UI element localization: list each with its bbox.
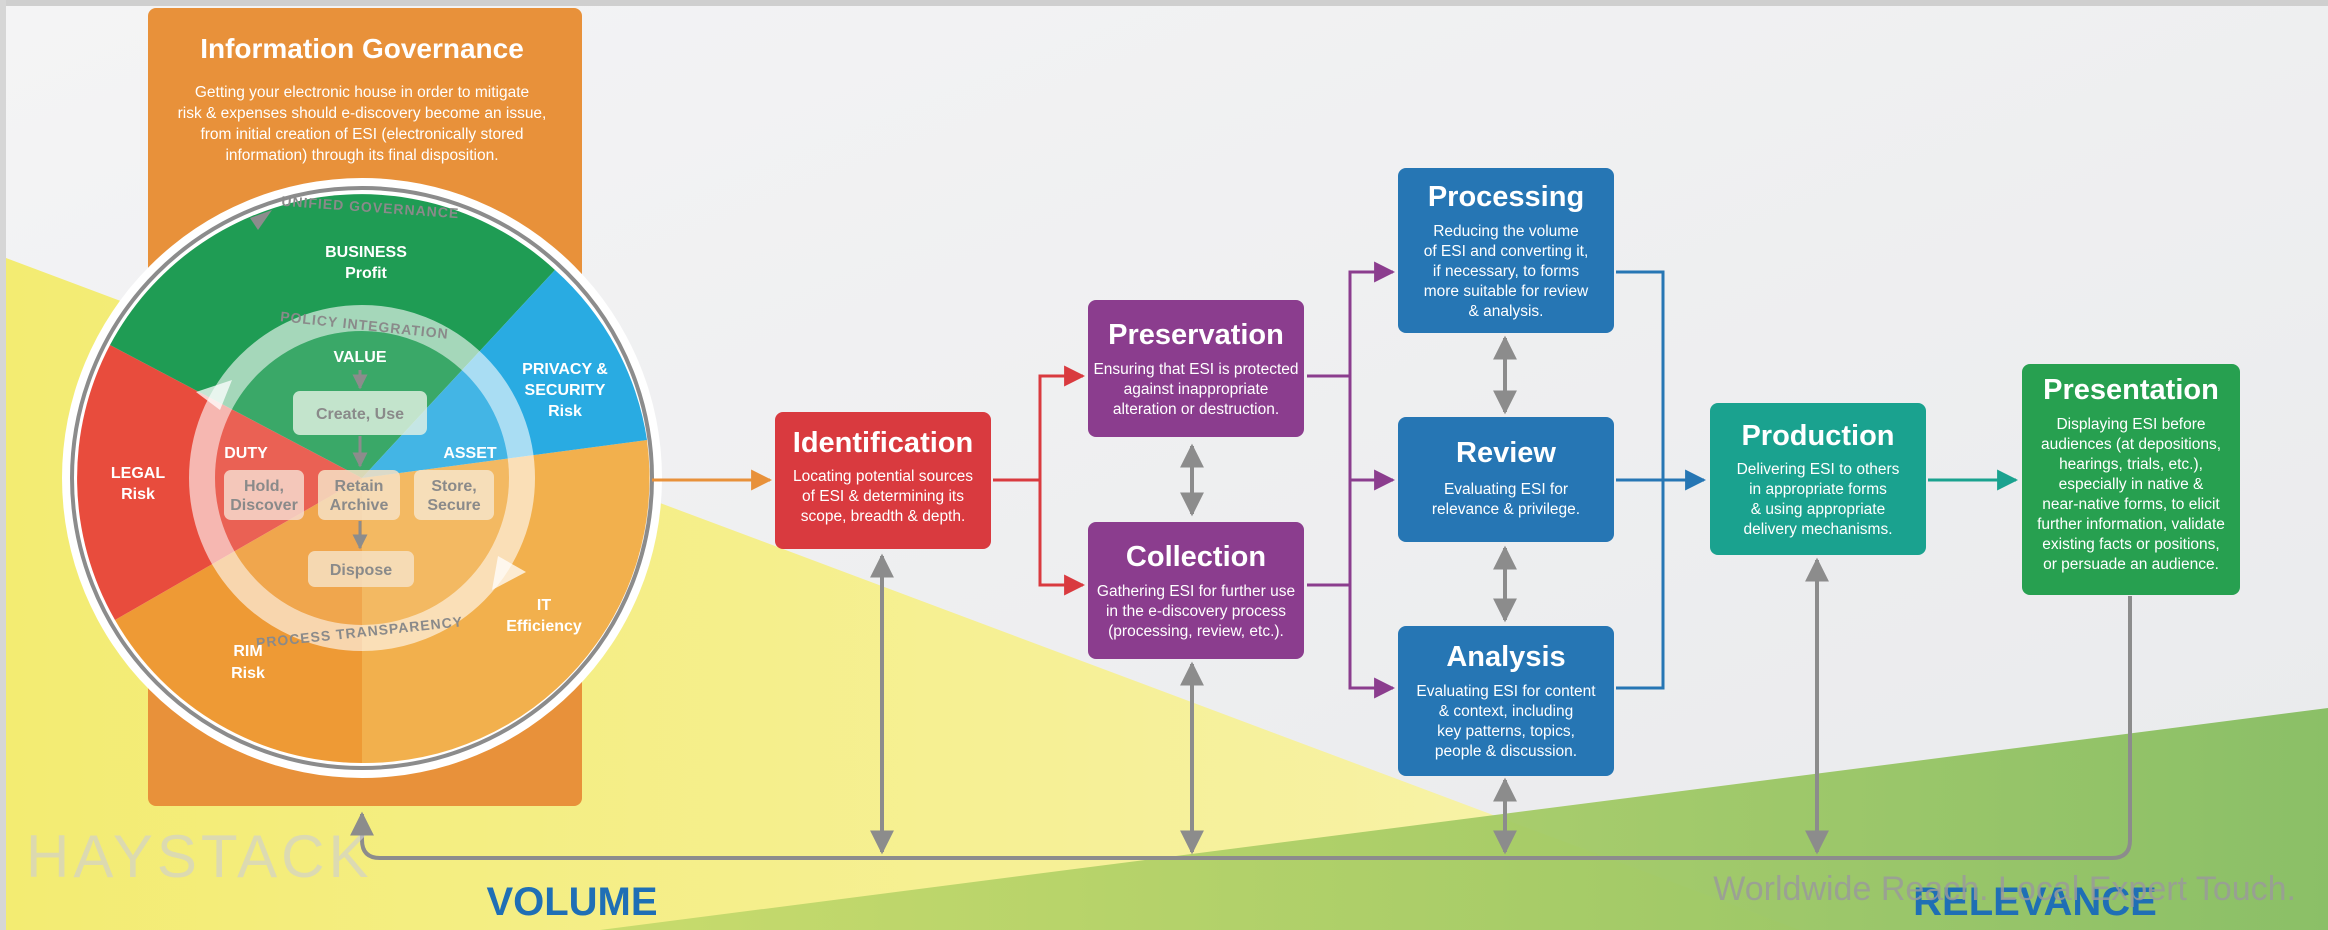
processing-desc: more suitable for review: [1424, 283, 1589, 300]
privacy-label: PRIVACY &: [522, 361, 608, 378]
tagline: Worldwide Reach. Local Expert Touch.: [1713, 870, 2296, 908]
analysis-desc: people & discussion.: [1435, 743, 1577, 760]
it-label: IT: [537, 597, 551, 614]
lifecycle-nodes: Create, Use Hold, Discover Retain Archiv…: [224, 370, 494, 587]
governance-desc-line: from initial creation of ESI (electronic…: [200, 126, 523, 143]
identification-desc: of ESI & determining its: [802, 488, 964, 505]
processing-desc: & analysis.: [1469, 303, 1544, 320]
relevance-label: RELEVANCE: [1913, 880, 2157, 924]
identification-desc: scope, breadth & depth.: [801, 508, 966, 525]
segment-privacy: [362, 270, 647, 478]
presentation-desc: Displaying ESI before: [2056, 416, 2205, 433]
review-title: Review: [1456, 437, 1556, 469]
business-label: BUSINESS: [325, 244, 407, 261]
governance-description: Getting your electronic house in order t…: [178, 84, 547, 164]
flow-connectors: [350, 261, 2132, 860]
it-sub: Efficiency: [506, 618, 582, 635]
analysis-title: Analysis: [1446, 641, 1565, 673]
analysis-desc: & context, including: [1439, 703, 1573, 720]
asset-label: ASSET: [443, 445, 497, 462]
production-desc: Delivering ESI to others: [1737, 461, 1900, 478]
node-dispose: [308, 551, 414, 587]
collection-title: Collection: [1126, 541, 1266, 573]
collection-desc: (processing, review, etc.).: [1108, 623, 1284, 640]
business-sub: Profit: [345, 265, 387, 282]
privacy-label: SECURITY: [525, 382, 606, 399]
node-hold-discover: [224, 470, 304, 520]
node-hold-label: Discover: [230, 497, 298, 514]
volume-label: VOLUME: [486, 880, 657, 924]
analysis-desc: Evaluating ESI for content: [1416, 683, 1596, 700]
node-retain-label: Archive: [330, 497, 389, 514]
stage-presentation: Presentation Displaying ESI before audie…: [2022, 364, 2240, 595]
relevance-band: [600, 708, 2328, 930]
presentation-desc: near-native forms, to elicit: [2042, 496, 2220, 513]
processing-desc: Reducing the volume: [1433, 223, 1579, 240]
node-create-use-label: Create, Use: [316, 406, 404, 423]
presentation-desc: existing facts or positions,: [2042, 536, 2219, 553]
segment-business: [110, 194, 555, 478]
presentation-title: Presentation: [2043, 374, 2219, 406]
governance-title: Information Governance: [200, 33, 524, 64]
rim-sub: Risk: [231, 665, 265, 682]
duty-label: DUTY: [224, 445, 268, 462]
value-label: VALUE: [333, 349, 386, 366]
collection-desc: Gathering ESI for further use: [1097, 583, 1295, 600]
production-title: Production: [1741, 420, 1894, 452]
stage-preservation: Preservation Ensuring that ESI is protec…: [1088, 300, 1304, 437]
presentation-desc: or persuade an audience.: [2043, 556, 2219, 573]
analysis-desc: key patterns, topics,: [1437, 723, 1575, 740]
node-hold-label: Hold,: [244, 478, 284, 495]
watermark-logo: HAYSTACK: [26, 823, 373, 890]
node-store-secure: [414, 470, 494, 520]
legal-sub: Risk: [121, 486, 155, 503]
presentation-desc: especially in native &: [2059, 476, 2204, 493]
node-create-use: [293, 391, 427, 435]
node-dispose-label: Dispose: [330, 562, 392, 579]
preservation-desc: alteration or destruction.: [1113, 401, 1279, 418]
production-desc: delivery mechanisms.: [1743, 521, 1892, 538]
node-store-label: Store,: [431, 478, 476, 495]
review-desc: relevance & privilege.: [1432, 501, 1580, 518]
review-desc: Evaluating ESI for: [1444, 481, 1568, 498]
node-retain-archive: [318, 470, 400, 520]
production-desc: in appropriate forms: [1749, 481, 1887, 498]
governance-desc-line: risk & expenses should e-discovery becom…: [178, 105, 547, 122]
stage-identification: Identification Locating potential source…: [775, 412, 991, 549]
node-store-label: Secure: [427, 497, 480, 514]
legal-label: LEGAL: [111, 465, 165, 482]
production-desc: & using appropriate: [1751, 501, 1885, 518]
identification-desc: Locating potential sources: [793, 468, 973, 485]
presentation-desc: hearings, trials, etc.),: [2059, 456, 2203, 473]
stage-processing: Processing Reducing the volume of ESI an…: [1398, 168, 1614, 333]
identification-title: Identification: [793, 427, 973, 459]
governance-desc-line: Getting your electronic house in order t…: [195, 84, 529, 101]
presentation-desc: further information, validate: [2037, 516, 2225, 533]
governance-desc-line: information) through its final dispositi…: [225, 147, 498, 164]
processing-desc: of ESI and converting it,: [1424, 243, 1589, 260]
collection-desc: in the e-discovery process: [1106, 603, 1286, 620]
presentation-desc: audiences (at depositions,: [2041, 436, 2221, 453]
preservation-title: Preservation: [1108, 319, 1284, 351]
preservation-desc: Ensuring that ESI is protected: [1093, 361, 1298, 378]
segment-it: [362, 440, 650, 764]
stage-analysis: Analysis Evaluating ESI for content & co…: [1398, 626, 1614, 776]
preservation-desc: against inappropriate: [1124, 381, 1269, 398]
rim-label: RIM: [233, 643, 262, 660]
processing-desc: if necessary, to forms: [1433, 263, 1579, 280]
segment-labels: BUSINESS Profit PRIVACY & SECURITY Risk …: [111, 244, 608, 682]
stage-review: Review Evaluating ESI for relevance & pr…: [1398, 417, 1614, 542]
node-retain-label: Retain: [335, 478, 384, 495]
segment-rim: [115, 478, 362, 763]
processing-title: Processing: [1428, 181, 1584, 213]
privacy-sub: Risk: [548, 403, 582, 420]
stage-collection: Collection Gathering ESI for further use…: [1088, 522, 1304, 659]
segment-legal: [77, 345, 362, 620]
stage-production: Production Delivering ESI to others in a…: [1710, 403, 1926, 555]
